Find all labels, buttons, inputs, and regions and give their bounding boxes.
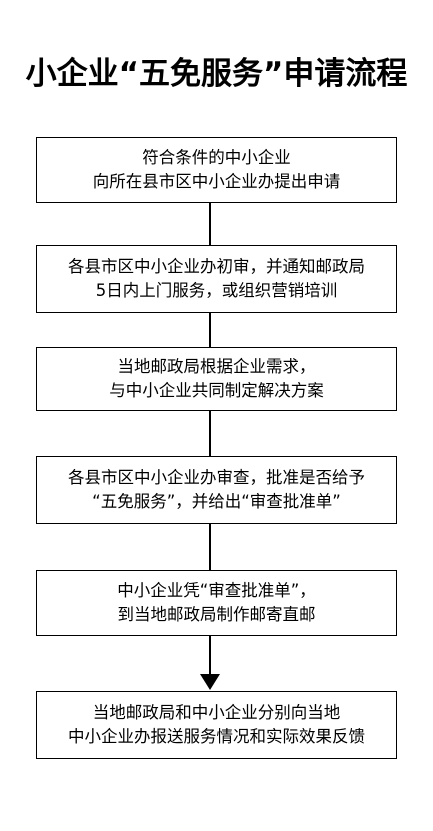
step-2-preliminary-review: 各县市区中小企业办初审，并通知邮政局 5日内上门服务，或组织营销培训 <box>36 245 397 313</box>
connector-4-5 <box>209 524 211 570</box>
step-1-submit-application: 符合条件的中小企业 向所在县市区中小企业办提出申请 <box>36 137 397 203</box>
step-3-line-1: 当地邮政局根据企业需求， <box>117 357 316 376</box>
step-4-line-2: “五免服务”，并给出“审查批准单” <box>92 492 341 511</box>
connector-1-2 <box>209 203 211 245</box>
step-2-line-1: 各县市区中小企业办初审，并通知邮政局 <box>68 257 365 276</box>
connector-5-6 <box>209 636 211 676</box>
step-6-line-2: 中小企业办报送服务情况和实际效果反馈 <box>68 727 365 746</box>
step-1-line-1: 符合条件的中小企业 <box>142 148 291 167</box>
step-6-line-1: 当地邮政局和中小企业分别向当地 <box>92 703 341 722</box>
step-2-line-2: 5日内上门服务，或组织营销培训 <box>95 281 338 300</box>
step-5-produce-direct-mail: 中小企业凭“审查批准单”， 到当地邮政局制作邮寄直邮 <box>36 570 397 636</box>
step-5-line-1: 中小企业凭“审查批准单”， <box>117 581 316 600</box>
step-3-line-2: 与中小企业共同制定解决方案 <box>109 381 324 400</box>
step-1-line-2: 向所在县市区中小企业办提出申请 <box>92 172 341 191</box>
connector-3-4 <box>209 411 211 456</box>
step-6-report-feedback: 当地邮政局和中小企业分别向当地 中小企业办报送服务情况和实际效果反馈 <box>36 691 397 759</box>
connector-2-3 <box>209 313 211 347</box>
diagram-title: 小企业“五免服务”申请流程 <box>25 56 408 92</box>
step-3-formulate-solution: 当地邮政局根据企业需求， 与中小企业共同制定解决方案 <box>36 347 397 411</box>
step-5-line-2: 到当地邮政局制作邮寄直邮 <box>117 605 316 624</box>
step-4-line-1: 各县市区中小企业办审查，批准是否给予 <box>68 468 365 487</box>
step-4-approval-review: 各县市区中小企业办审查，批准是否给予 “五免服务”，并给出“审查批准单” <box>36 456 397 524</box>
arrowhead-down-icon <box>200 674 220 690</box>
